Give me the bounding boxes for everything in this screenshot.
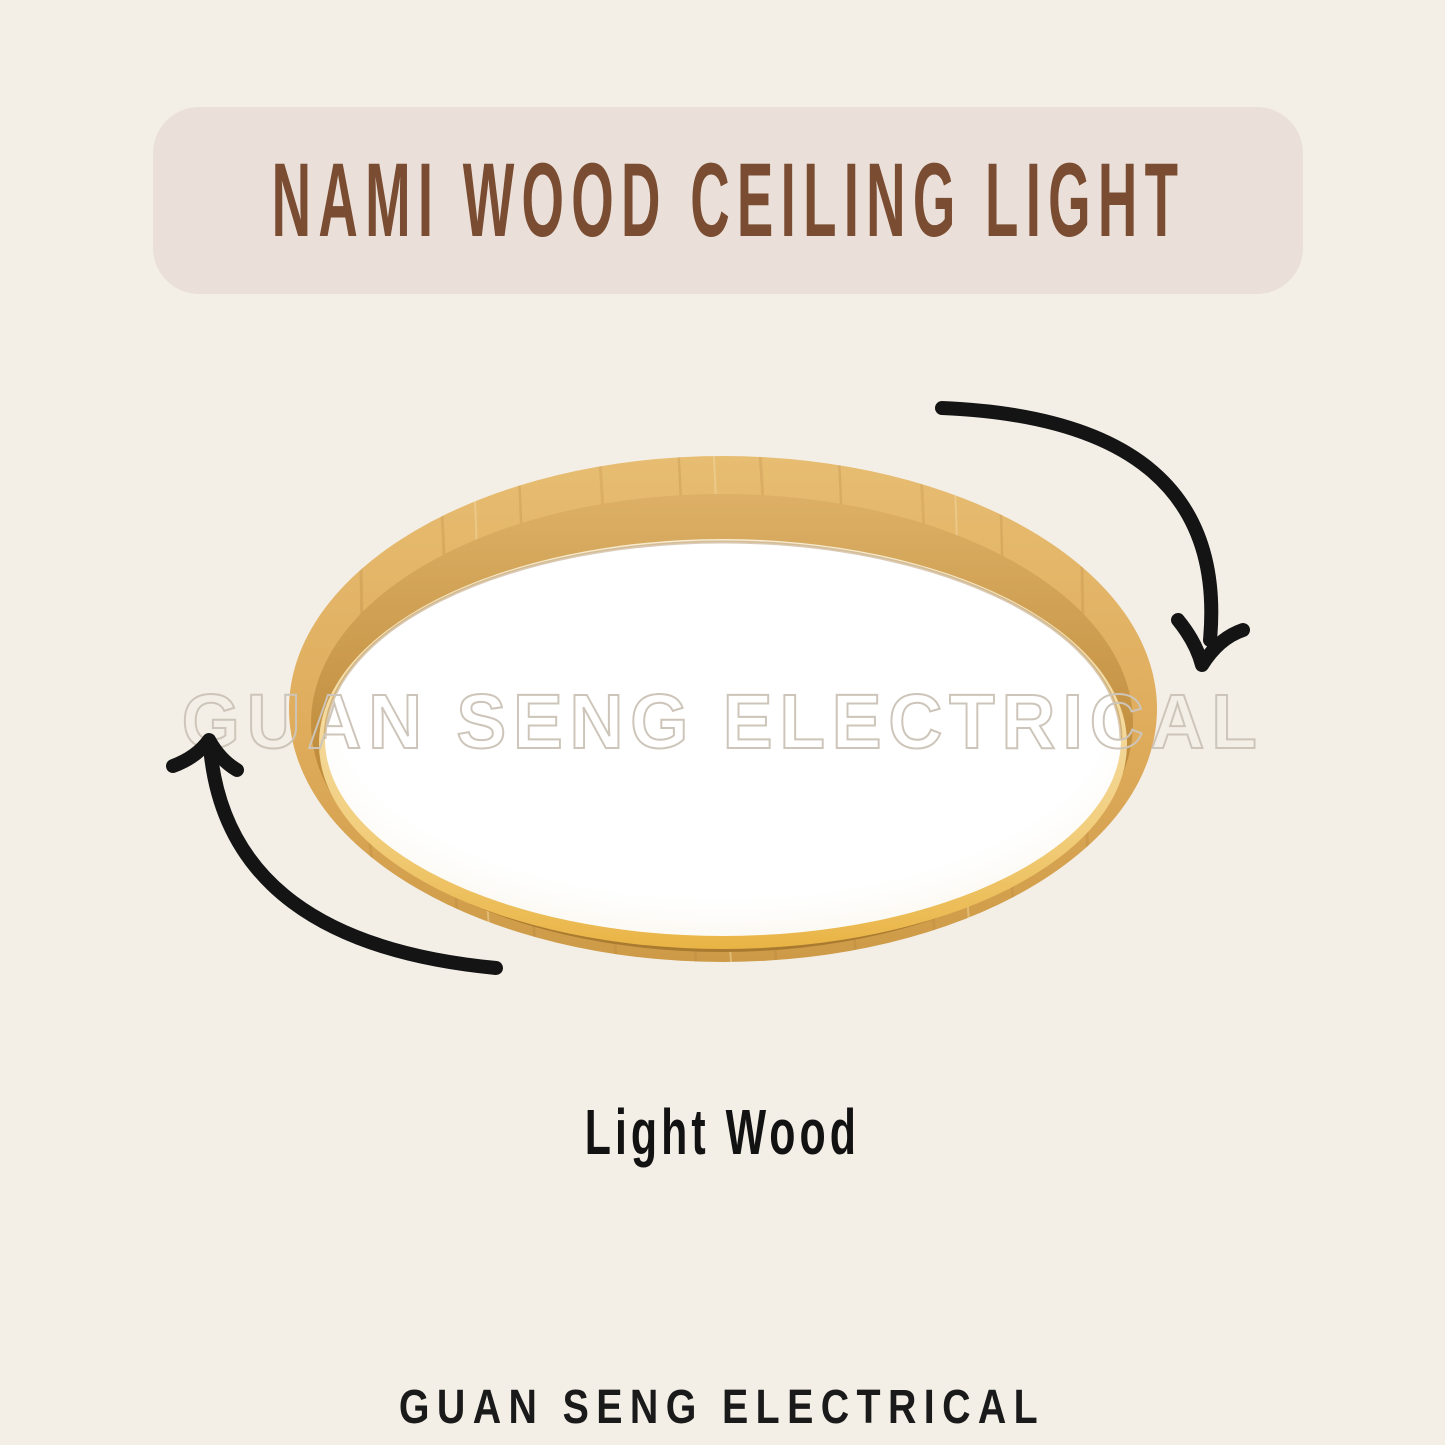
brand-footer: GUAN SENG ELECTRICAL — [399, 1381, 1046, 1434]
watermark-text: GUAN SENG ELECTRICAL — [181, 679, 1264, 765]
light-panel — [325, 542, 1121, 936]
variant-label: Light Wood — [584, 1096, 861, 1168]
product-title: NAMI WOOD CEILING LIGHT — [271, 141, 1185, 259]
title-banner: NAMI WOOD CEILING LIGHT — [153, 107, 1303, 294]
